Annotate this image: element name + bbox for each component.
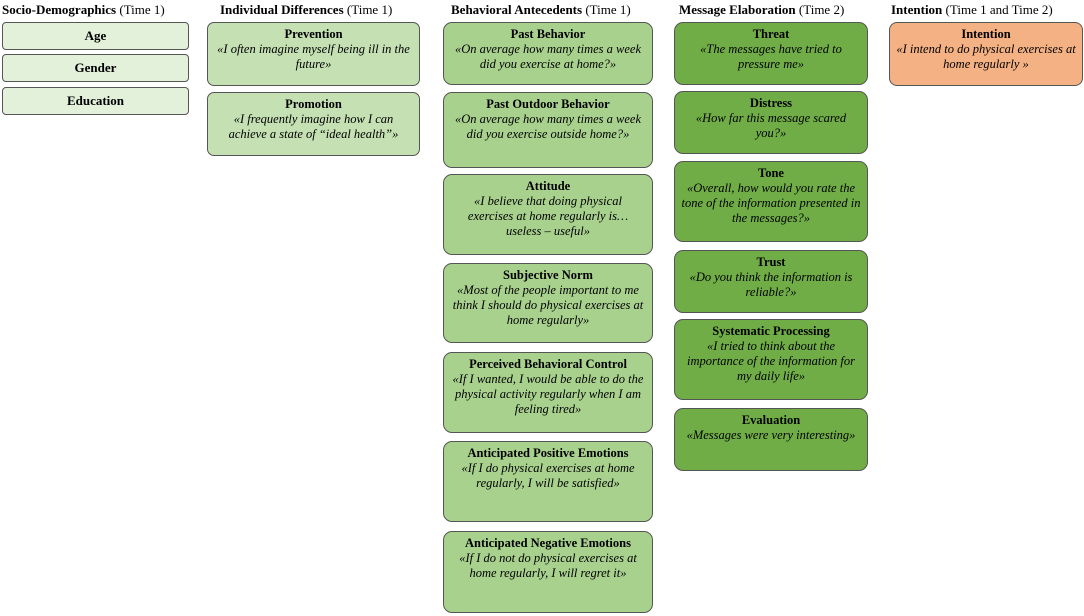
box-question: «If I wanted, I would be able to do the … bbox=[452, 372, 644, 416]
column-time: (Time 1 and Time 2) bbox=[945, 2, 1053, 17]
box-question: «On average how many times a week did yo… bbox=[454, 112, 642, 141]
column-header-socio-demographics: Socio-Demographics (Time 1) bbox=[2, 2, 165, 18]
box-title: Promotion bbox=[285, 97, 342, 111]
box-title: Gender bbox=[74, 60, 117, 75]
attitude-box: Attitude «I believe that doing physical … bbox=[443, 174, 653, 255]
tone-box: Tone «Overall, how would you rate the to… bbox=[674, 161, 868, 242]
box-question: «I frequently imagine how I can achieve … bbox=[228, 112, 399, 141]
box-title: Trust bbox=[756, 255, 786, 269]
past-behavior-box: Past Behavior «On average how many times… bbox=[443, 22, 653, 85]
column-header-message-elaboration: Message Elaboration (Time 2) bbox=[679, 2, 844, 18]
column-time: (Time 1) bbox=[585, 2, 631, 17]
gender-box: Gender bbox=[2, 54, 189, 82]
box-title: Perceived Behavioral Control bbox=[469, 357, 627, 371]
perceived-behavioral-control-box: Perceived Behavioral Control «If I wante… bbox=[443, 352, 653, 433]
box-title: Attitude bbox=[525, 179, 571, 193]
column-title: Individual Differences bbox=[220, 2, 344, 17]
box-question: «Messages were very interesting» bbox=[686, 428, 856, 442]
box-question: «Most of the people important to me thin… bbox=[452, 283, 644, 327]
promotion-box: Promotion «I frequently imagine how I ca… bbox=[207, 92, 420, 156]
box-title: Subjective Norm bbox=[503, 268, 593, 282]
box-title: Prevention bbox=[284, 27, 343, 41]
column-time: (Time 2) bbox=[798, 2, 845, 17]
column-title: Message Elaboration bbox=[679, 2, 796, 17]
box-title: Evaluation bbox=[741, 413, 801, 427]
education-box: Education bbox=[2, 87, 189, 115]
box-title: Education bbox=[66, 93, 125, 108]
box-title: Threat bbox=[752, 27, 790, 41]
box-title: Past Behavior bbox=[510, 27, 586, 41]
column-title: Intention bbox=[891, 2, 943, 17]
box-question: «If I do not do physical exercises at ho… bbox=[459, 551, 637, 580]
trust-box: Trust «Do you think the information is r… bbox=[674, 250, 868, 313]
anticipated-negative-emotions-box: Anticipated Negative Emotions «If I do n… bbox=[443, 531, 653, 613]
box-title: Distress bbox=[749, 96, 793, 110]
box-title: Past Outdoor Behavior bbox=[486, 97, 610, 111]
box-question: «On average how many times a week did yo… bbox=[454, 42, 642, 71]
distress-box: Distress «How far this message scared yo… bbox=[674, 91, 868, 154]
column-header-individual-differences: Individual Differences (Time 1) bbox=[220, 2, 392, 18]
subjective-norm-box: Subjective Norm «Most of the people impo… bbox=[443, 263, 653, 343]
evaluation-box: Evaluation «Messages were very interesti… bbox=[674, 408, 868, 471]
column-time: (Time 1) bbox=[119, 2, 165, 17]
anticipated-positive-emotions-box: Anticipated Positive Emotions «If I do p… bbox=[443, 441, 653, 522]
column-header-behavioral-antecedents: Behavioral Antecedents (Time 1) bbox=[451, 2, 631, 18]
intention-box: Intention «I intend to do physical exerc… bbox=[889, 22, 1083, 86]
box-title: Anticipated Positive Emotions bbox=[467, 446, 629, 460]
box-question: «The messages have tried to pressure me» bbox=[700, 42, 842, 71]
box-title: Intention bbox=[961, 27, 1011, 41]
box-question: «How far this message scared you?» bbox=[695, 111, 847, 140]
box-question: «I believe that doing physical exercises… bbox=[467, 194, 629, 238]
box-title: Age bbox=[84, 28, 107, 43]
box-question: «I often imagine myself being ill in the… bbox=[217, 42, 410, 71]
box-title: Tone bbox=[758, 166, 784, 180]
box-question: «If I do physical exercises at home regu… bbox=[461, 461, 635, 490]
box-question: «Overall, how would you rate the tone of… bbox=[681, 181, 861, 225]
systematic-processing-box: Systematic Processing «I tried to think … bbox=[674, 319, 868, 400]
box-question: «I intend to do physical exercises at ho… bbox=[896, 42, 1076, 71]
column-title: Socio-Demographics bbox=[2, 2, 117, 17]
box-title: Anticipated Negative Emotions bbox=[465, 536, 631, 550]
prevention-box: Prevention «I often imagine myself being… bbox=[207, 22, 420, 86]
past-outdoor-behavior-box: Past Outdoor Behavior «On average how ma… bbox=[443, 92, 653, 168]
box-title: Systematic Processing bbox=[712, 324, 830, 338]
column-title: Behavioral Antecedents bbox=[451, 2, 583, 17]
box-question: «Do you think the information is reliabl… bbox=[689, 270, 853, 299]
box-question: «I tried to think about the importance o… bbox=[686, 339, 856, 383]
column-header-intention: Intention (Time 1 and Time 2) bbox=[891, 2, 1053, 18]
age-box: Age bbox=[2, 22, 189, 50]
threat-box: Threat «The messages have tried to press… bbox=[674, 22, 868, 85]
column-time: (Time 1) bbox=[346, 2, 393, 17]
